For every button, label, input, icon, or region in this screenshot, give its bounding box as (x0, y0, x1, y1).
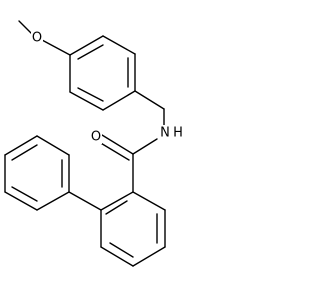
methoxyphenyl-ring-bond-4 (102, 90, 136, 111)
phenyl-inner-double-1 (11, 186, 38, 202)
benzamide-ring-bond-3 (100, 246, 134, 267)
benzamide-inner-double-2 (109, 242, 134, 258)
carbonyl-oxygen-label: O (91, 130, 101, 145)
molecule-diagram: O N H O (4, 20, 185, 267)
carbonyl-oxygen-label-background (90, 129, 102, 144)
methoxyphenyl-ring-bond-5 (69, 91, 104, 111)
methoxy-o-aryl-bond (41, 39, 71, 56)
methoxy-oxygen-label: O (32, 31, 42, 46)
methoxyphenyl-inner-double-3 (77, 87, 104, 102)
phenyl-ring-bond-5 (36, 135, 70, 156)
amide-hydrogen-label-background (172, 125, 185, 141)
methyl-o-bond (18, 20, 33, 35)
amide-hydrogen-label: H (173, 126, 183, 141)
amide-nitrogen-label-background (158, 125, 171, 141)
phenyl-ring-bond-2 (4, 191, 38, 211)
benzamide-ring-bond-6 (132, 191, 166, 211)
methoxyphenyl-ring-bond-1 (69, 35, 104, 56)
methoxyphenyl-inner-double-1 (77, 44, 104, 60)
benzamide-ring-bond-1 (100, 191, 134, 211)
amide-nitrogen-label: N (160, 126, 170, 141)
phenyl-inner-double-2 (11, 144, 38, 161)
phenyl-ring-bond-1 (36, 191, 70, 211)
carbonyl-c-o-bond-2 (98, 141, 130, 161)
n-carbonyl-bond (132, 138, 158, 155)
benzamide-inner-double-1 (105, 200, 128, 215)
methoxy-oxygen-label-background (31, 30, 43, 45)
phenyl-ring-bond-4 (4, 135, 38, 156)
benzamide-ring-bond-4 (132, 246, 166, 267)
carbonyl-c-o-bond-1 (101, 134, 134, 155)
biaryl-bond (68, 191, 102, 211)
methoxyphenyl-ring-bond-2 (102, 35, 136, 55)
aryl-ch2-bond (134, 90, 165, 110)
